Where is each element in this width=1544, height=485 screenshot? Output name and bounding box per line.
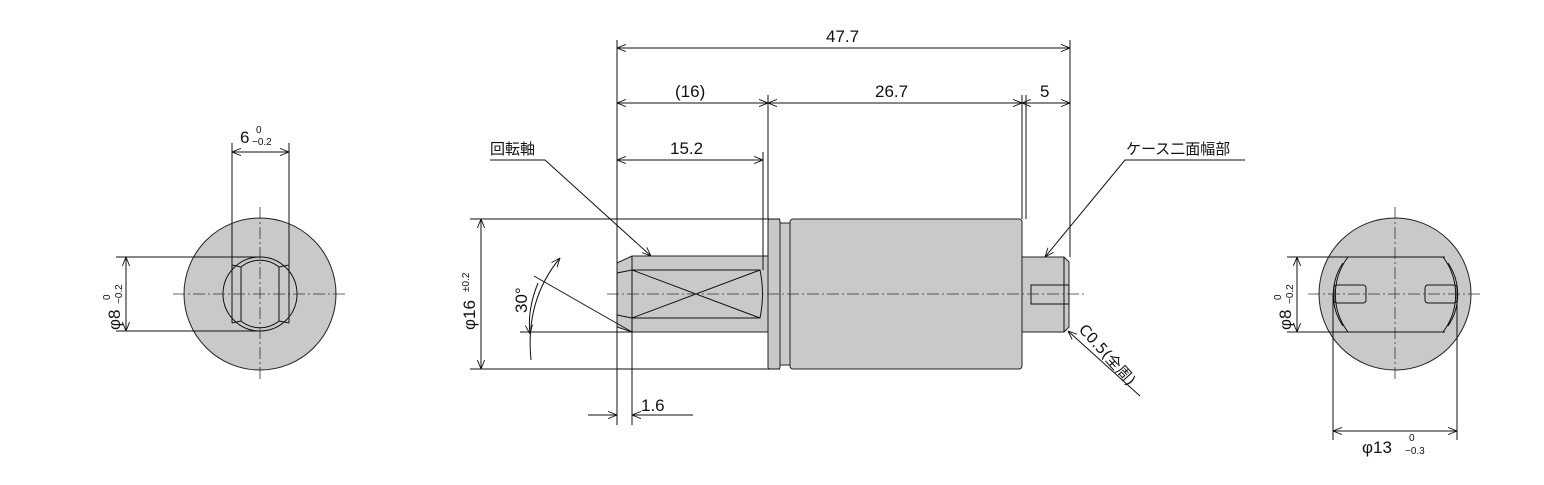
- svg-text:0: 0: [1409, 433, 1415, 444]
- overall-length: 47.7: [826, 27, 859, 46]
- svg-text:0: 0: [102, 294, 113, 300]
- side-view: 47.7 (16) 26.7 5 15.2 φ16 ±0.2 30° 1.6 回…: [460, 27, 1245, 425]
- svg-text:φ8: φ8: [1276, 310, 1295, 330]
- svg-text:1.6: 1.6: [641, 396, 665, 415]
- svg-text:−0.2: −0.2: [252, 137, 272, 148]
- left-end-view: 6 0 −0.2 φ8 0 −0.2: [102, 125, 348, 381]
- svg-text:5: 5: [1040, 82, 1049, 101]
- slot: [1030, 284, 1070, 305]
- svg-text:φ16: φ16: [460, 300, 479, 330]
- svg-text:−0.2: −0.2: [1285, 284, 1296, 304]
- svg-text:30°: 30°: [512, 287, 531, 313]
- right-end-view: φ8 0 −0.2 φ13 0 −0.3: [1273, 207, 1482, 457]
- svg-text:0: 0: [1273, 294, 1284, 300]
- shaft-label: 回転軸: [490, 140, 535, 158]
- svg-text:15.2: 15.2: [670, 139, 703, 158]
- flats-label: ケース二面幅部: [1126, 140, 1230, 158]
- svg-text:−0.3: −0.3: [1405, 446, 1425, 457]
- svg-text:φ13: φ13: [1362, 438, 1392, 457]
- stem: [1021, 256, 1070, 333]
- svg-text:−0.2: −0.2: [114, 284, 125, 304]
- dia-dim: φ8: [105, 310, 124, 330]
- svg-text:26.7: 26.7: [875, 82, 908, 101]
- width-dim: 6: [240, 128, 249, 147]
- svg-text:0: 0: [256, 125, 262, 136]
- chamfer-note: C0.5(全周): [1075, 321, 1139, 390]
- svg-text:(16): (16): [675, 82, 705, 101]
- svg-text:±0.2: ±0.2: [461, 272, 472, 292]
